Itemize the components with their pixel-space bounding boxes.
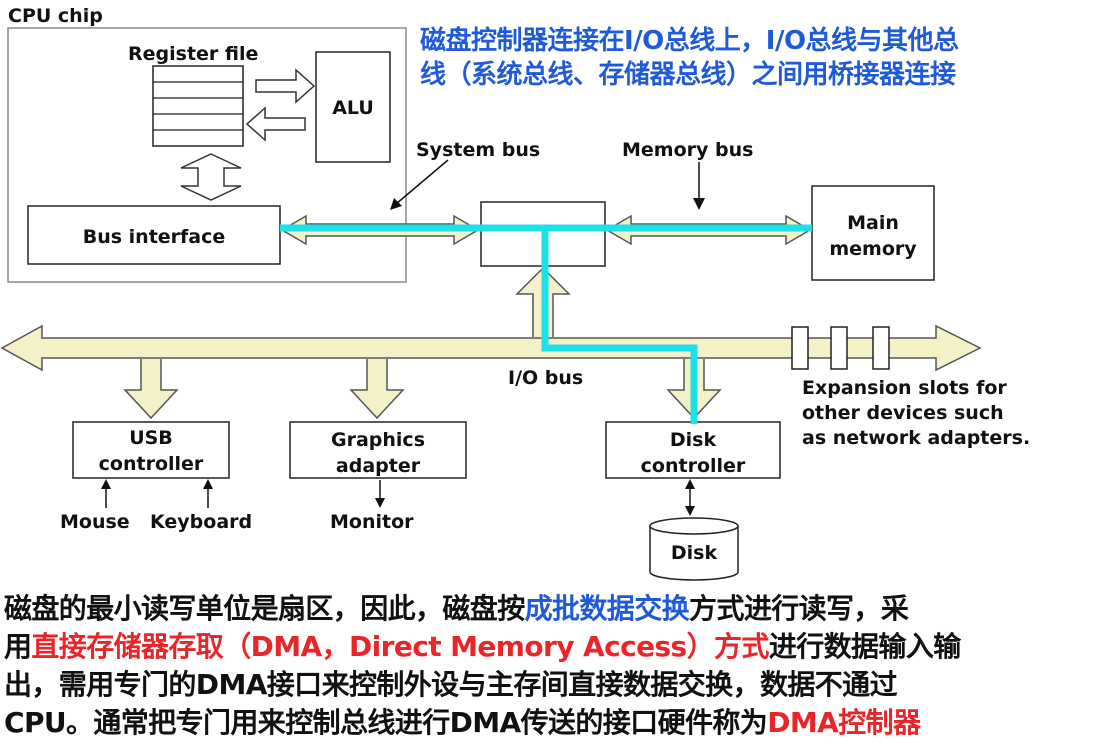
alu-to-regfile-arrow	[245, 106, 306, 142]
register-file-label: Register file	[128, 43, 259, 65]
main-memory-label-1: Main	[847, 212, 899, 234]
expansion-slot-1	[791, 326, 809, 370]
system-bus-pointer	[395, 159, 449, 205]
keyboard-label: Keyboard	[150, 511, 253, 533]
mouse-arrow-head	[101, 479, 111, 489]
alu-label: ALU	[332, 97, 374, 119]
monitor-arrow-head	[375, 498, 385, 508]
computer-bus-diagram	[0, 27, 982, 581]
expansion-label-1: Expansion slots for	[802, 377, 1007, 399]
usb-label-1: USB	[129, 427, 173, 449]
bus-interface-box	[27, 205, 281, 265]
bus-interface-label: Bus interface	[82, 226, 226, 248]
bottom-note-line-3: 出，需用专门的DMA接口来控制外设与主存间直接数据交换，数据不通过	[4, 668, 898, 701]
expansion-slot-2	[830, 326, 848, 370]
mouse-label: Mouse	[60, 511, 130, 533]
bottom-note-l1a: 磁盘的最小读写单位是扇区，因此，磁盘按	[4, 592, 525, 625]
bottom-note-l4a: CPU。通常把专门用来控制总线进行DMA传送的接口硬件称为	[4, 706, 768, 739]
bottom-note-l1b-highlight: 成批数据交换	[524, 592, 690, 625]
graphics-label-1: Graphics	[331, 429, 425, 451]
bottom-note-l1c: 方式进行读写，采	[689, 592, 909, 625]
bottom-note-l2b-highlight: 直接存储器存取（DMA，Direct Memory Access）方式	[31, 630, 769, 663]
bottom-note-line-4: CPU。通常把专门用来控制总线进行DMA传送的接口硬件称为DMA控制器	[4, 704, 1096, 742]
disk-controller-label-2: controller	[640, 455, 746, 477]
usb-controller-box	[72, 421, 230, 479]
disk-label: Disk	[670, 542, 718, 564]
dma-data-path	[280, 224, 812, 424]
main-memory-label-2: memory	[829, 238, 917, 260]
disk-arrow-head-down	[685, 506, 695, 516]
bottom-note-l2c: 进行数据输入输	[768, 630, 961, 663]
cpu-chip-label: CPU chip	[8, 5, 103, 27]
system-bus-pointer-head	[390, 198, 402, 210]
register-file	[152, 65, 244, 147]
main-memory-box	[811, 185, 935, 281]
graphics-adapter-box	[289, 421, 467, 479]
regfile-to-alu-arrow	[255, 68, 316, 104]
disk-controller-label-1: Disk	[669, 429, 717, 451]
alu-box	[315, 51, 391, 163]
disk-arrow-head-up	[685, 479, 695, 489]
io-to-graphics-arrow	[349, 359, 405, 420]
graphics-label-2: adapter	[335, 455, 421, 477]
top-note-line-1: 磁盘控制器连接在I/O总线上，I/O总线与其他总	[420, 26, 959, 56]
bottom-note-l4b-highlight: DMA控制器	[767, 706, 921, 739]
system-bus-label: System bus	[416, 139, 541, 161]
top-note: 磁盘控制器连接在I/O总线上，I/O总线与其他总 线（系统总线、存储器总线）之间…	[420, 24, 959, 92]
usb-label-2: controller	[98, 453, 204, 475]
expansion-label-3: as network adapters.	[802, 427, 1031, 449]
expansion-slot-3	[872, 326, 890, 370]
io-bus-label: I/O bus	[508, 367, 584, 389]
top-note-line-2: 线（系统总线、存储器总线）之间用桥接器连接	[420, 60, 956, 90]
keyboard-arrow-head	[203, 479, 213, 489]
expansion-label-2: other devices such	[802, 402, 1004, 424]
disk-cylinder	[649, 517, 739, 581]
memory-bus-pointer-head	[693, 198, 705, 210]
io-to-usb-arrow	[123, 359, 179, 420]
monitor-label: Monitor	[330, 511, 414, 533]
bottom-note: 磁盘的最小读写单位是扇区，因此，磁盘按成批数据交换方式进行读写，采 用直接存储器…	[4, 590, 1096, 742]
regfile-businterface-arrow	[180, 153, 242, 201]
bottom-note-line-1: 磁盘的最小读写单位是扇区，因此，磁盘按成批数据交换方式进行读写，采	[4, 590, 1096, 628]
bottom-note-line-2: 用直接存储器存取（DMA，Direct Memory Access）方式进行数据…	[4, 628, 1096, 666]
io-bus-arrow	[0, 324, 982, 372]
memory-bus-label: Memory bus	[622, 139, 754, 161]
bottom-note-l2a: 用	[4, 630, 32, 663]
